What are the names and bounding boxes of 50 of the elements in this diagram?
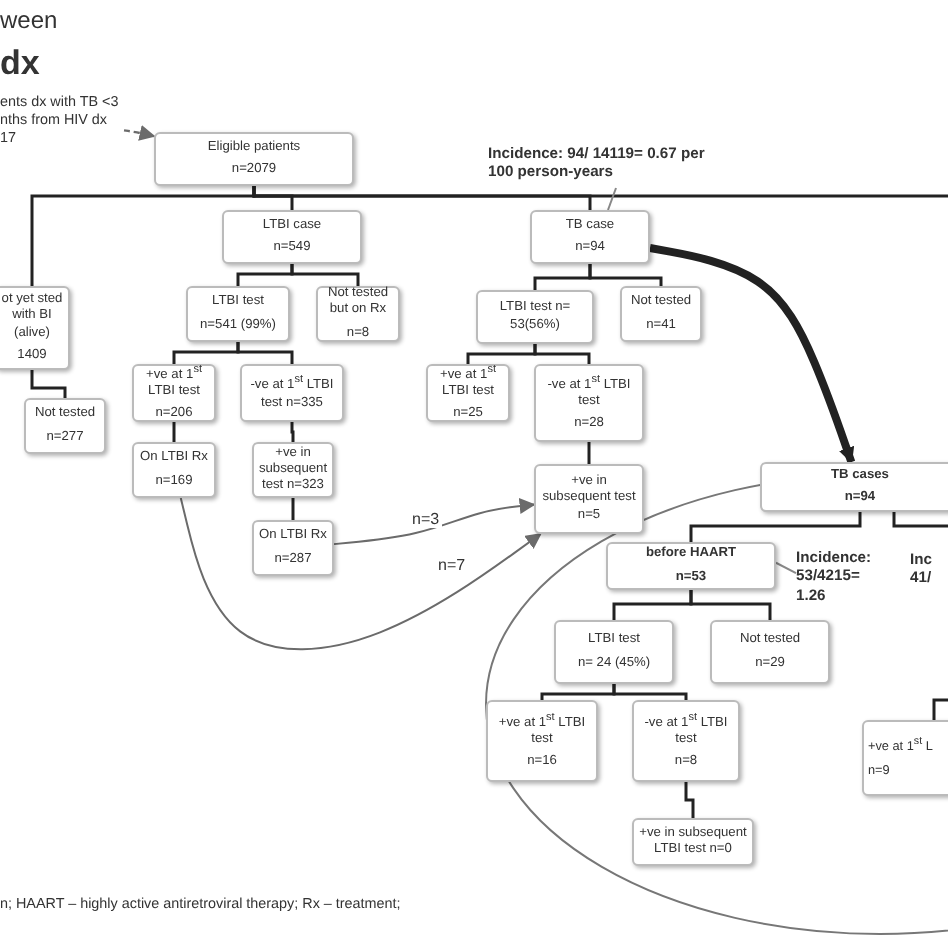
title-text: dx [0,44,40,84]
connector-line [333,498,536,546]
process-box [620,286,702,342]
edge-label: n=3 [410,512,442,528]
connector-line [649,244,856,464]
title-text: ween [0,6,58,34]
process-box [534,364,644,442]
connector-line [689,512,862,542]
process-box [316,286,400,342]
connector-line [533,344,591,364]
process-box [632,700,740,782]
process-box [862,720,948,796]
connector-line [612,684,688,700]
connector-line [588,264,663,286]
process-box [132,364,216,422]
connector-line [172,422,176,442]
connector-line [179,497,542,651]
connector-line [689,590,772,620]
process-box [0,286,70,370]
connector-line [123,125,156,141]
process-box [426,364,510,422]
process-box [606,542,776,590]
connector-line [236,342,294,364]
connector-line [587,442,591,464]
process-box [476,290,594,344]
connector-line [30,370,67,398]
process-box [534,464,644,534]
process-box [222,210,362,264]
process-box [486,700,598,782]
leader-line [607,187,617,211]
connector-line [290,264,360,286]
process-box [24,398,106,454]
process-box [240,364,344,422]
process-box [154,132,354,186]
process-box [554,620,674,684]
process-box [132,442,216,498]
connector-line [291,498,295,520]
process-box [530,210,650,264]
connector-line [290,422,295,442]
process-box [710,620,830,684]
process-box [186,286,290,342]
connector-line [684,782,695,818]
connector-line [252,186,948,198]
process-box [252,520,334,576]
process-box [760,462,948,512]
leader-line [775,561,797,575]
process-box [632,818,754,866]
edge-label: n=7 [436,558,468,574]
connector-line [892,512,948,528]
connector-line [932,698,948,720]
